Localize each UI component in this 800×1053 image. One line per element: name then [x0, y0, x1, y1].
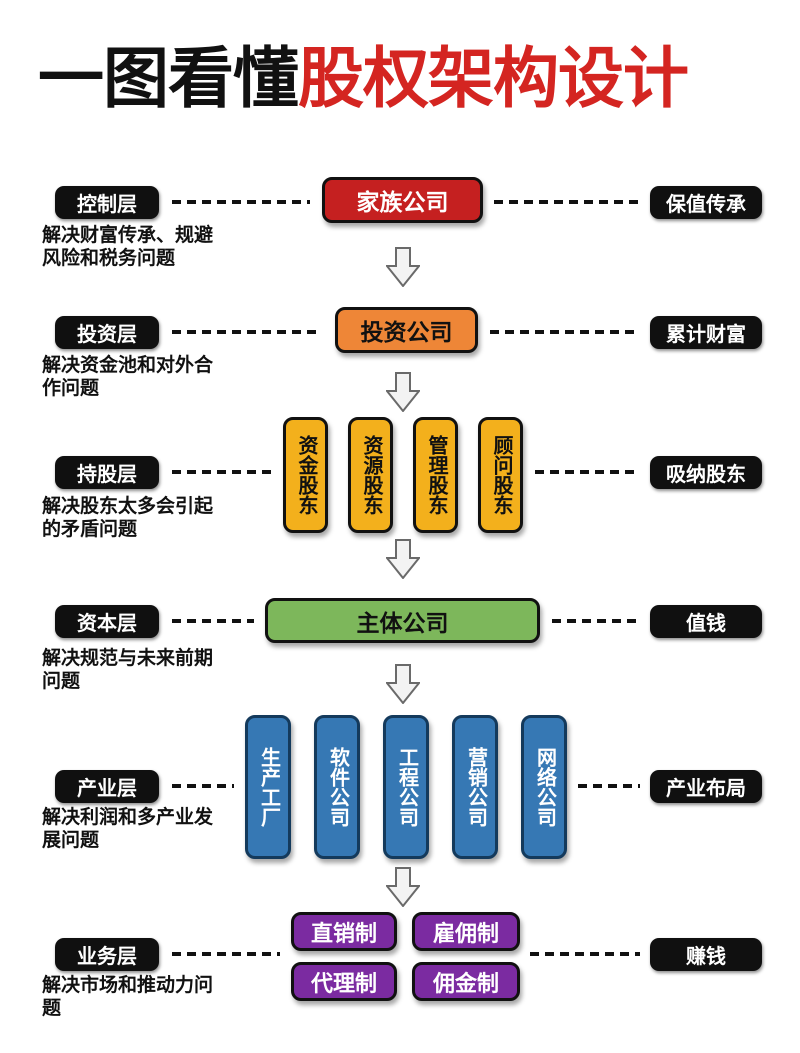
company-box-family: 家族公司: [322, 177, 483, 223]
business-box-employment: 雇佣制: [412, 912, 520, 951]
outcome-pill-make-money: 赚钱: [650, 938, 762, 971]
industry-box-marketing: 营销公司: [452, 715, 498, 859]
connector-dash: [172, 470, 272, 474]
connector-dash: [530, 952, 640, 956]
industry-box-engineering: 工程公司: [383, 715, 429, 859]
down-arrow-icon: [386, 247, 420, 287]
layer-pill-investment: 投资层: [55, 316, 159, 349]
connector-dash: [172, 619, 254, 623]
layer-pill-control: 控制层: [55, 186, 159, 219]
down-arrow-icon: [386, 867, 420, 907]
shareholder-box-management: 管理股东: [413, 417, 458, 533]
layer-pill-business: 业务层: [55, 938, 159, 971]
layer-description-shareholding: 解决股东太多会引起 的矛盾问题: [42, 496, 214, 541]
outcome-pill-attract-shareholders: 吸纳股东: [650, 456, 762, 489]
connector-dash: [172, 200, 310, 204]
industry-box-network: 网络公司: [521, 715, 567, 859]
company-box-main: 主体公司: [265, 598, 540, 643]
connector-dash: [172, 784, 234, 788]
connector-dash: [552, 619, 640, 623]
outcome-pill-valuable: 值钱: [650, 605, 762, 638]
industry-box-factory: 生产工厂: [245, 715, 291, 859]
down-arrow-icon: [386, 372, 420, 412]
layer-description-capital: 解决规范与未来前期 问题: [42, 648, 214, 693]
business-box-direct-sales: 直销制: [291, 912, 397, 951]
industry-box-software: 软件公司: [314, 715, 360, 859]
business-box-commission: 佣金制: [412, 962, 520, 1001]
shareholder-box-resource: 资源股东: [348, 417, 393, 533]
connector-dash: [490, 330, 638, 334]
company-box-investment: 投资公司: [335, 307, 478, 353]
layer-description-investment: 解决资金池和对外合 作问题: [42, 355, 214, 400]
down-arrow-icon: [386, 664, 420, 704]
page-title: 一图看懂股权架构设计: [38, 30, 778, 126]
title-highlight: 股权架构设计: [298, 41, 689, 115]
layer-description-industry: 解决利润和多产业发 展问题: [42, 807, 214, 852]
connector-dash: [494, 200, 640, 204]
outcome-pill-industry-layout: 产业布局: [650, 770, 762, 803]
connector-dash: [578, 784, 640, 788]
shareholder-box-advisor: 顾问股东: [478, 417, 523, 533]
outcome-pill-preserve-wealth: 保值传承: [650, 186, 762, 219]
layer-description-control: 解决财富传承、规避 风险和税务问题: [42, 225, 214, 270]
connector-dash: [172, 952, 280, 956]
connector-dash: [535, 470, 640, 474]
business-box-agency: 代理制: [291, 962, 397, 1001]
layer-pill-shareholding: 持股层: [55, 456, 159, 489]
layer-pill-capital: 资本层: [55, 605, 159, 638]
layer-pill-industry: 产业层: [55, 770, 159, 803]
connector-dash: [172, 330, 322, 334]
down-arrow-icon: [386, 539, 420, 579]
layer-description-business: 解决市场和推动力问 题: [42, 975, 214, 1020]
outcome-pill-accumulate-wealth: 累计财富: [650, 316, 762, 349]
title-prefix: 一图看懂: [38, 41, 299, 115]
shareholder-box-capital: 资金股东: [283, 417, 328, 533]
